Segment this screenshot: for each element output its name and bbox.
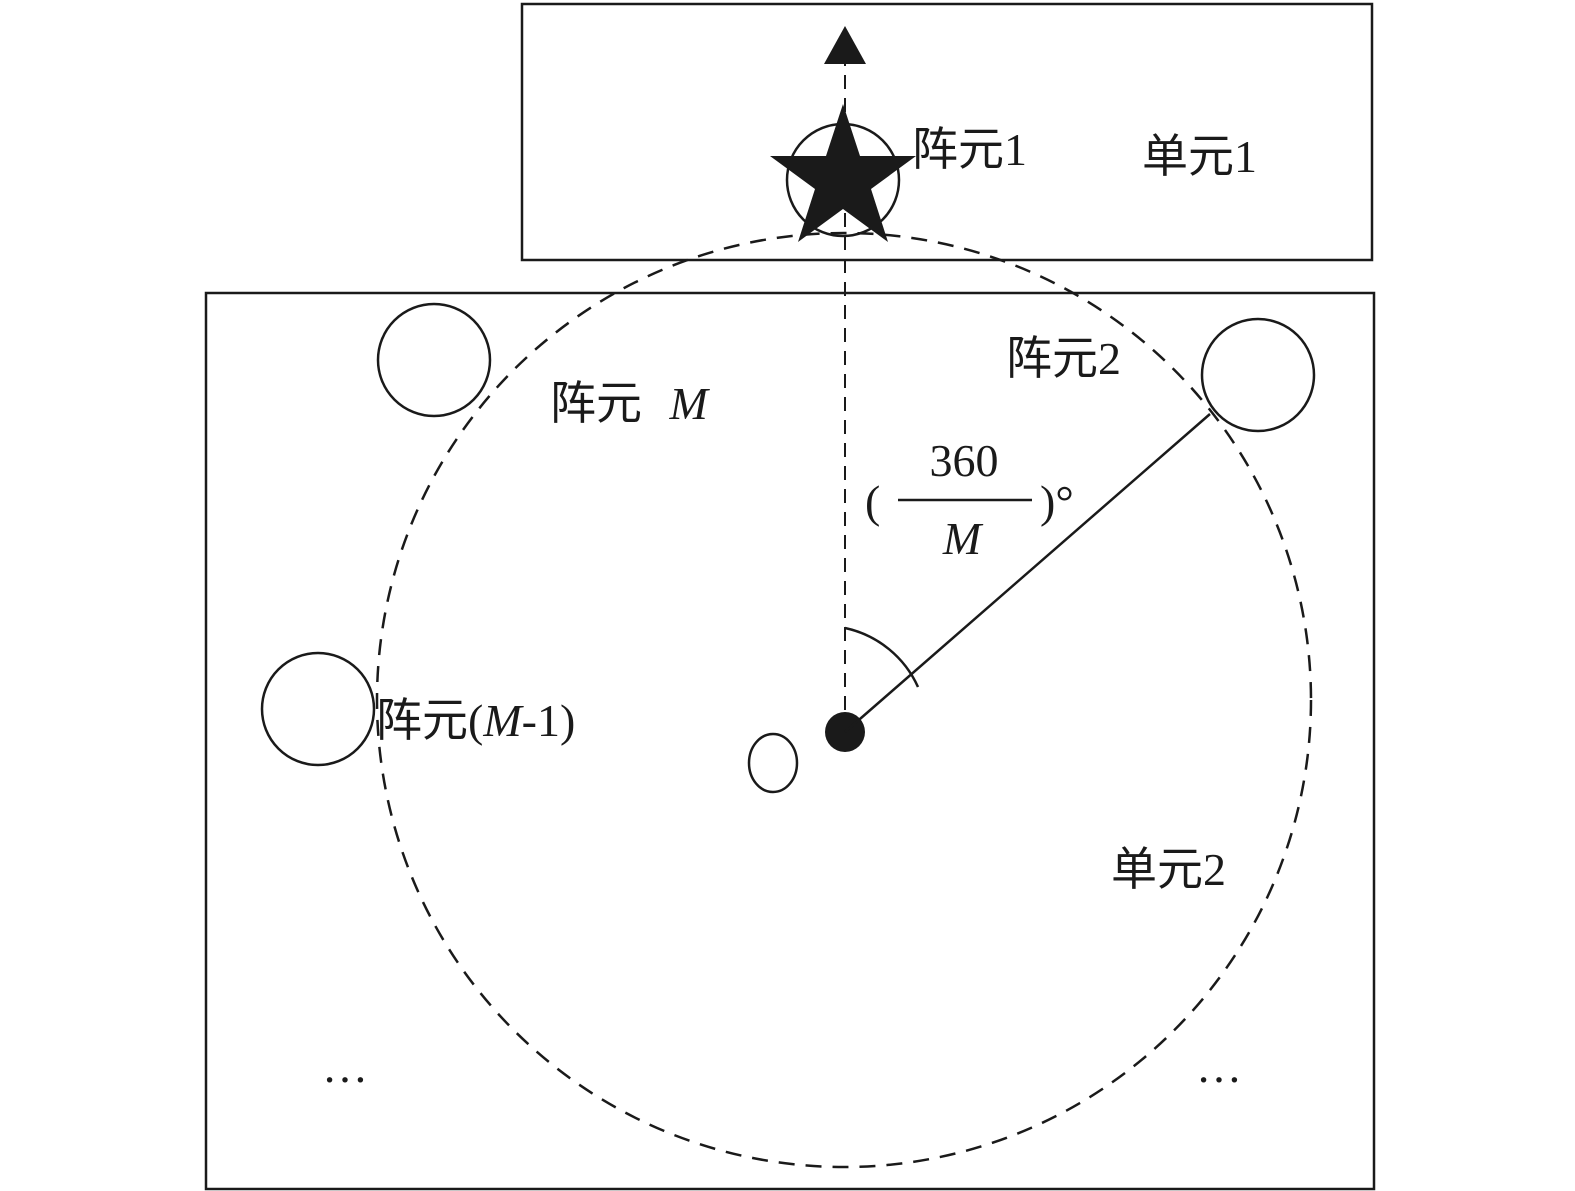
element-m-label-prefix: 阵元 [550, 378, 642, 429]
ellipsis-right: … [1196, 1041, 1242, 1092]
angle-numerator: 360 [930, 435, 999, 486]
element-2-label: 阵元2 [1006, 333, 1121, 384]
element-m-label-var: M [669, 378, 711, 429]
element-2-circle [1200, 317, 1316, 433]
arrow-up-icon [824, 26, 866, 64]
element-m1-label: 阵元(M-1) [376, 695, 575, 746]
star-icon [770, 104, 916, 242]
unit2-label: 单元2 [1111, 844, 1226, 895]
element-m-circle [376, 302, 492, 418]
array-circle [375, 231, 1313, 1169]
element-m1-label-suffix: -1) [522, 695, 576, 746]
angle-close-paren: )° [1040, 476, 1074, 527]
element-m1-label-var: M [482, 695, 524, 746]
radius-line [844, 413, 1211, 733]
element-m-label: 阵元 M [550, 378, 711, 429]
angle-open-paren: ( [865, 476, 880, 527]
angle-denominator: M [942, 513, 984, 564]
small-ellipse [747, 732, 799, 794]
ellipsis-left: … [322, 1041, 368, 1092]
unit1-box [520, 2, 1374, 262]
unit2-box [204, 291, 1376, 1191]
unit1-label: 单元1 [1142, 131, 1257, 182]
element-m1-label-prefix: 阵元( [376, 695, 483, 746]
angle-arc [844, 626, 920, 688]
element-1-label: 阵元1 [912, 124, 1027, 175]
element-m1-circle [260, 651, 376, 767]
